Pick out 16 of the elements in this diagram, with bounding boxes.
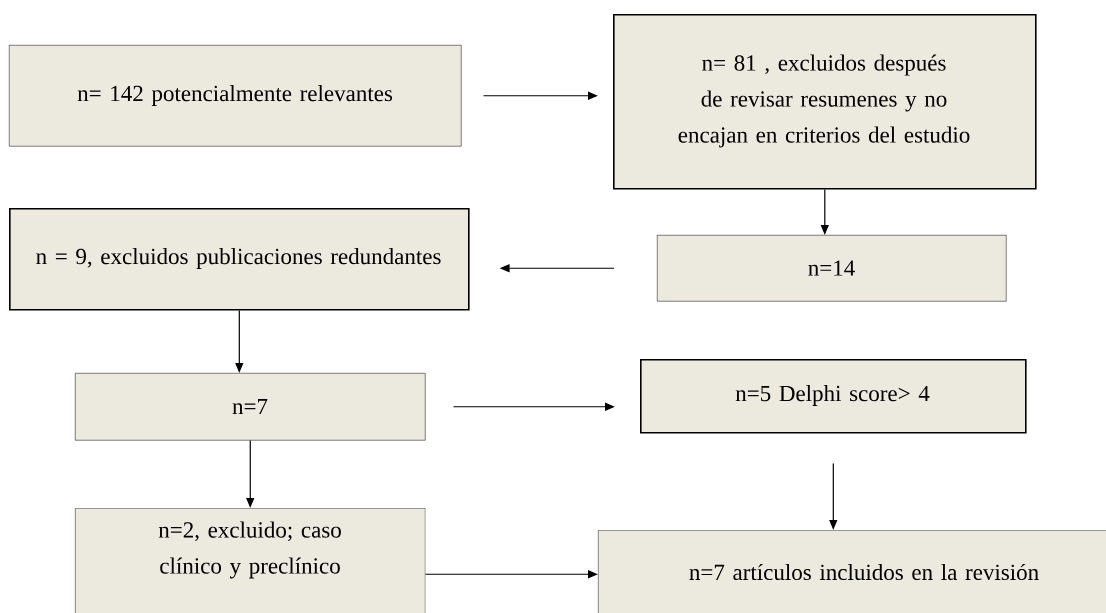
node-label: n= 142 potencialmente relevantes: [77, 85, 393, 106]
process-box: [75, 373, 426, 441]
node-label: n=2, excluido; caso clínico y preclínico: [158, 521, 341, 579]
process-box: [9, 208, 470, 311]
process-box: [657, 235, 1007, 302]
process-box: [640, 359, 1027, 434]
process-box: [598, 530, 1106, 613]
process-box: [613, 14, 1037, 190]
node-label: n = 9, excluidos publicaciones redundantes: [36, 248, 441, 269]
node-label: n=7: [232, 398, 268, 415]
process-box: [9, 45, 462, 147]
node-label: n=5 Delphi score> 4: [735, 385, 930, 406]
process-box: [75, 508, 426, 613]
node-label: n=14: [808, 260, 855, 276]
node-label: n= 81 , excluidos después de revisar resumenes y no encajan en criterios del estudio: [678, 54, 970, 148]
node-label: n=7 artículos incluidos en la revisión: [689, 563, 1039, 581]
